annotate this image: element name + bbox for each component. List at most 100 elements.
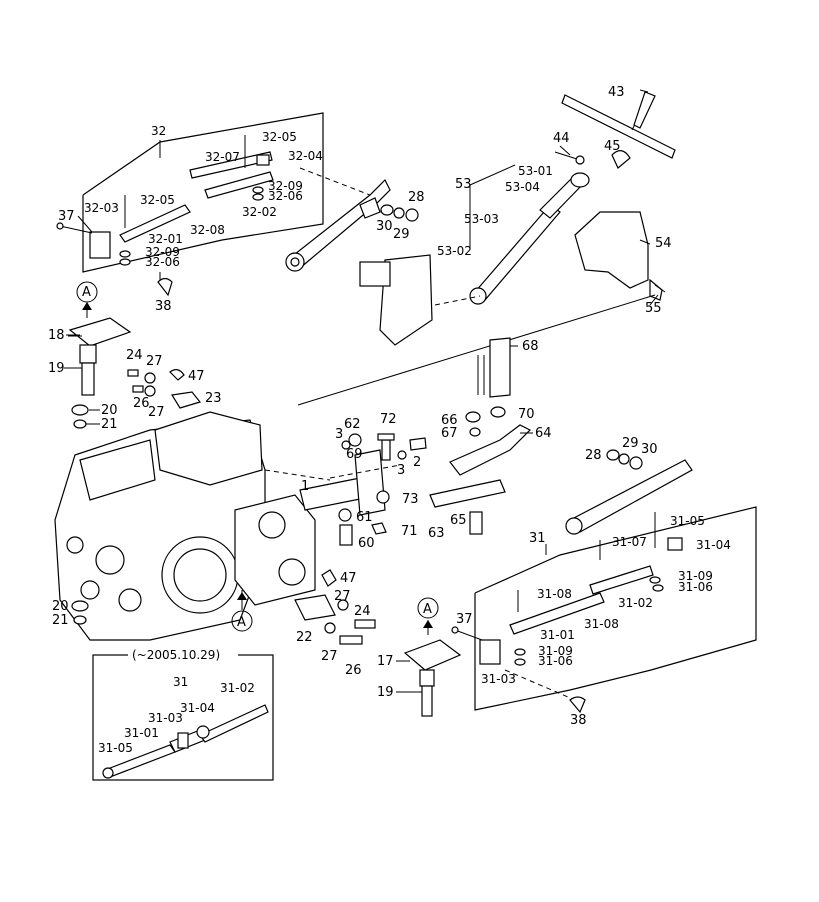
label-71: 71: [401, 524, 418, 539]
label-45: 45: [604, 139, 621, 154]
label-47: 47: [188, 369, 205, 384]
label-54: 54: [655, 236, 672, 251]
label-27-b: 27: [148, 405, 165, 420]
label-72: 72: [380, 412, 397, 427]
assembly-31: [451, 506, 757, 714]
label-37-b: 37: [456, 612, 473, 627]
label-3: 3: [335, 427, 343, 442]
label-20: 20: [101, 403, 118, 418]
washers-28-29-30-right: [565, 449, 693, 535]
label-68: 68: [522, 339, 539, 354]
inset-label-31-02: 31-02: [220, 681, 255, 695]
section-marker-A-lower: [231, 590, 253, 632]
label-2: 2: [413, 455, 421, 470]
label-18: 18: [48, 328, 65, 343]
label-32-09: 32-09: [268, 179, 303, 193]
label-31-01: 31-01: [540, 628, 575, 642]
leader-lines: [64, 89, 659, 693]
label-31-09-b: 31-09: [538, 644, 573, 658]
label-38-b: 38: [570, 713, 587, 728]
label-30: 30: [376, 219, 393, 234]
hitch-block-18-group: [68, 281, 202, 429]
label-32-08: 32-08: [190, 223, 225, 237]
label-53-02: 53-02: [437, 244, 472, 258]
label-73: 73: [402, 492, 419, 507]
label-32-03: 32-03: [84, 201, 119, 215]
label-53: 53: [455, 177, 472, 192]
top-link-assembly-53: [297, 91, 676, 406]
label-A-upper: A: [82, 285, 91, 300]
inset-label-31-01: 31-01: [124, 726, 159, 740]
label-19: 19: [48, 361, 65, 376]
label-32-06: 32-06: [268, 189, 303, 203]
label-69: 69: [346, 447, 363, 462]
label-1: 1: [301, 479, 309, 494]
check-chain-group: [429, 337, 532, 535]
label-19-b: 19: [377, 685, 394, 700]
assembly-32: [56, 112, 391, 297]
label-62: 62: [344, 417, 361, 432]
label-30-b: 30: [641, 442, 658, 457]
label-22: 22: [296, 630, 313, 645]
transmission-housing: [54, 411, 331, 641]
label-20-b: 20: [52, 599, 69, 614]
washers-20-21-lower: [71, 600, 89, 625]
label-26-b: 26: [345, 663, 362, 678]
washers-28-29-30-upper: [380, 204, 419, 222]
label-32-05-b: 32-05: [140, 193, 175, 207]
inset-label-31: 31: [173, 675, 188, 689]
label-32-09-b: 32-09: [145, 245, 180, 259]
label-65: 65: [450, 513, 467, 528]
label-31-09: 31-09: [678, 569, 713, 583]
inset-label-31-03: 31-03: [148, 711, 183, 725]
label-32-02: 32-02: [242, 205, 277, 219]
label-44: 44: [553, 131, 570, 146]
label-60: 60: [358, 536, 375, 551]
label-29: 29: [393, 227, 410, 242]
label-24-b: 24: [354, 604, 371, 619]
label-70: 70: [518, 407, 535, 422]
label-37: 37: [58, 209, 75, 224]
label-63: 63: [428, 526, 445, 541]
label-31: 31: [529, 531, 546, 546]
label-21-b: 21: [52, 613, 69, 628]
label-67: 67: [441, 426, 458, 441]
label-23: 23: [205, 391, 222, 406]
label-32-04: 32-04: [288, 149, 323, 163]
label-29-b: 29: [622, 436, 639, 451]
label-31-07: 31-07: [612, 535, 647, 549]
label-32-06-b: 32-06: [145, 255, 180, 269]
label-31-05: 31-05: [670, 514, 705, 528]
label-31-04: 31-04: [696, 538, 731, 552]
inset-label-31-05: 31-05: [98, 741, 133, 755]
label-38: 38: [155, 299, 172, 314]
label-53-04: 53-04: [505, 180, 540, 194]
label-47-b: 47: [340, 571, 357, 586]
label-66: 66: [441, 413, 458, 428]
inset-title: (~2005.10.29): [132, 648, 220, 662]
label-17: 17: [377, 654, 394, 669]
inset-label-31-04: 31-04: [180, 701, 215, 715]
label-32-01: 32-01: [148, 232, 183, 246]
label-21: 21: [101, 417, 118, 432]
label-27: 27: [146, 354, 163, 369]
label-43: 43: [608, 85, 625, 100]
label-28-b: 28: [585, 448, 602, 463]
hitch-block-17-group: [403, 597, 462, 717]
label-A-right: A: [423, 602, 432, 617]
label-31-03: 31-03: [481, 672, 516, 686]
label-27-c: 27: [334, 589, 351, 604]
label-61: 61: [356, 510, 373, 525]
label-32-07: 32-07: [205, 150, 240, 164]
label-24: 24: [126, 348, 143, 363]
label-27-d: 27: [321, 649, 338, 664]
label-A-lower: A: [237, 615, 246, 630]
label-31-02: 31-02: [618, 596, 653, 610]
label-32-05: 32-05: [262, 130, 297, 144]
label-28: 28: [408, 190, 425, 205]
label-53-03: 53-03: [464, 212, 499, 226]
bolt-group-lower: [294, 569, 376, 645]
bracket-group-center: [299, 433, 427, 546]
label-31-06: 31-06: [678, 580, 713, 594]
